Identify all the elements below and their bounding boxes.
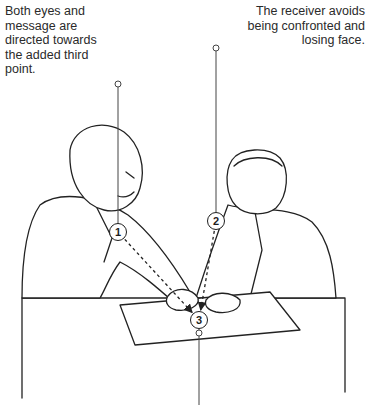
left-man-body (22, 197, 190, 306)
dashed-arrow (201, 231, 215, 310)
left-man-head (70, 125, 142, 211)
dashed-arrow (125, 239, 192, 312)
right-man-hair (234, 158, 282, 166)
left-hand (166, 289, 198, 310)
callout-circle: 2 (207, 212, 225, 230)
right-hand (205, 293, 240, 312)
leader-line (199, 329, 200, 405)
leader-end (213, 45, 219, 51)
callout-circle: 3 (190, 311, 208, 329)
right-man-tie (250, 212, 262, 298)
callout-number: 1 (115, 226, 121, 238)
callout-circle: 1 (109, 223, 127, 241)
callout-number: 3 (196, 314, 202, 326)
annotation-text: The receiver avoids being confronted and… (238, 4, 365, 48)
right-man-head (227, 150, 286, 214)
leader-line (118, 87, 119, 224)
left-man-face (118, 172, 134, 197)
callout-number: 2 (213, 215, 219, 227)
right-man-body (196, 205, 336, 298)
leader-end (196, 330, 202, 336)
document-paper (120, 292, 300, 345)
annotation-text: Both eyes and message are directed towar… (5, 4, 113, 77)
leader-line (216, 51, 217, 212)
leader-end (115, 81, 121, 87)
